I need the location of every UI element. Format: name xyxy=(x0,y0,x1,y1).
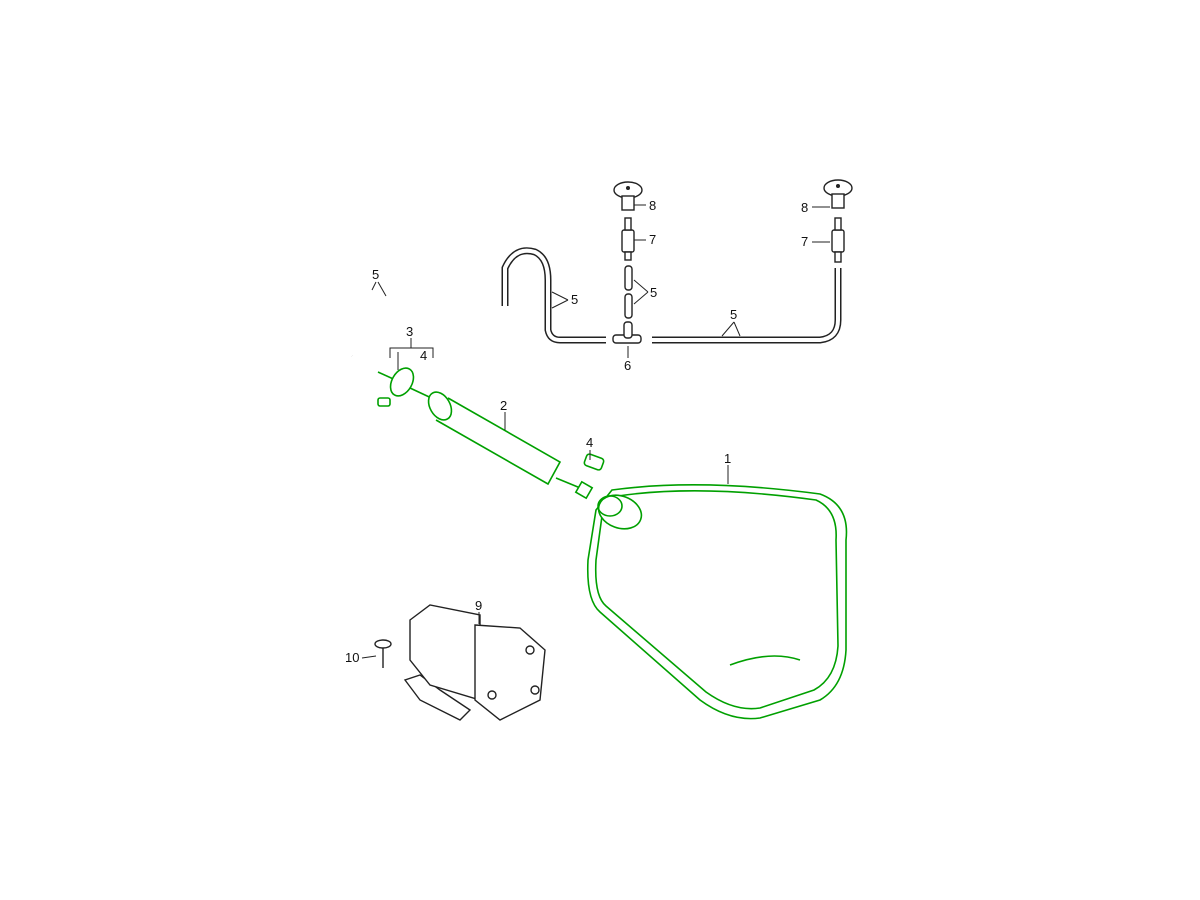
hose-u xyxy=(501,247,606,344)
callout-tee-piece: 6 xyxy=(624,358,631,373)
callout-hose-left: 5 xyxy=(372,267,379,282)
pump-tube xyxy=(427,391,594,500)
screw xyxy=(374,639,392,668)
hose-center xyxy=(624,265,633,319)
tee-piece xyxy=(612,321,642,344)
callout-valve-right: 7 xyxy=(801,234,808,249)
cap-assembly xyxy=(377,367,441,407)
callout-tank: 1 xyxy=(724,451,731,466)
callout-screw: 10 xyxy=(345,650,359,665)
callout-valve-left: 7 xyxy=(649,232,656,247)
valve-right xyxy=(831,217,845,263)
valve-left xyxy=(621,217,635,261)
callout-cap-fitting: 4 xyxy=(420,348,427,363)
hose-left xyxy=(327,250,470,358)
hose-right xyxy=(652,268,842,344)
callout-connector: 4 xyxy=(586,435,593,450)
callout-pump-motor: 9 xyxy=(475,598,482,613)
connector xyxy=(583,453,605,471)
nozzle-right xyxy=(823,179,853,209)
callout-hose-u: 5 xyxy=(571,292,578,307)
callout-cap-assembly: 3 xyxy=(406,324,413,339)
callout-nozzle-left: 8 xyxy=(649,198,656,213)
callout-pump-tube: 2 xyxy=(500,398,507,413)
callout-hose-center: 5 xyxy=(650,285,657,300)
leader-lines xyxy=(361,204,830,659)
callout-hose-right: 5 xyxy=(730,307,737,322)
tank xyxy=(586,484,848,720)
callout-nozzle-right: 8 xyxy=(801,200,808,215)
pump-motor xyxy=(403,604,546,721)
nozzle-left xyxy=(613,181,643,211)
